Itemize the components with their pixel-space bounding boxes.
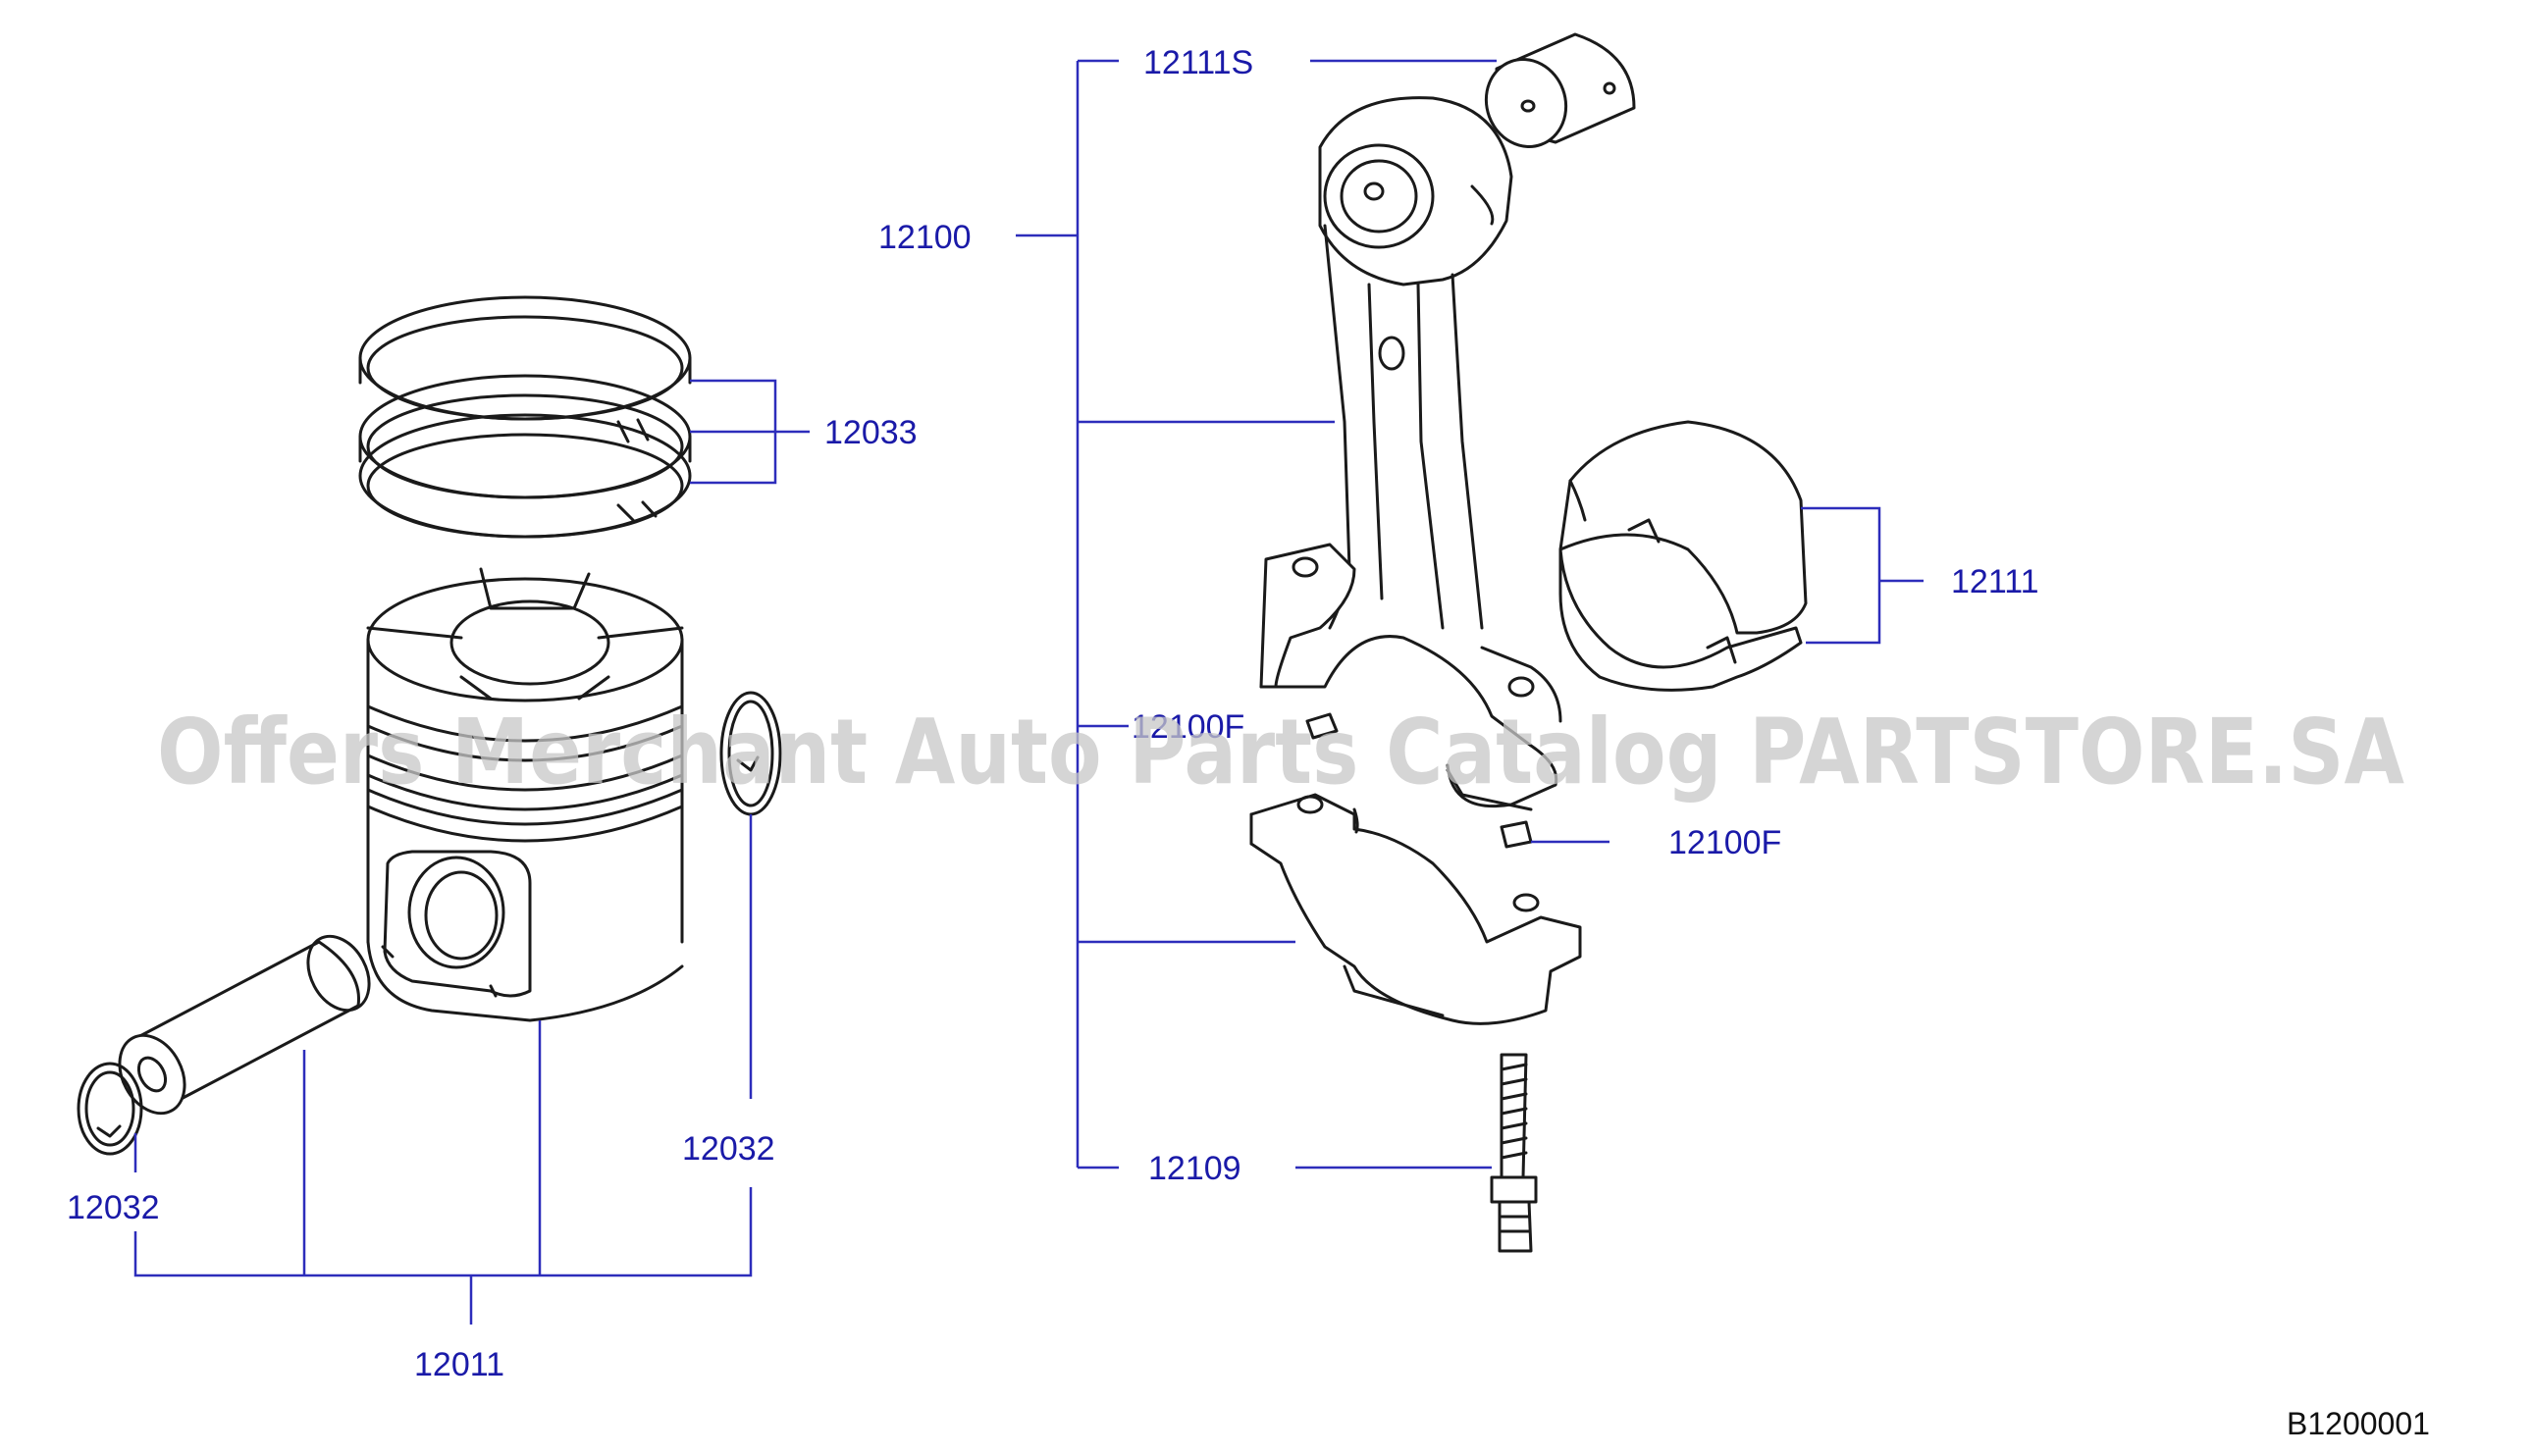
callout-12109[interactable]: 12109 <box>1148 1150 1241 1187</box>
callout-12032-left[interactable]: 12032 <box>67 1189 160 1226</box>
rod-bolt <box>1490 1053 1538 1253</box>
piston-rings <box>358 295 692 539</box>
callout-12011[interactable]: 12011 <box>414 1346 504 1383</box>
bearing-shells <box>1558 420 1808 692</box>
callout-12032-right[interactable]: 12032 <box>682 1130 775 1168</box>
snap-ring-left <box>77 1062 143 1156</box>
dowel-lower <box>1500 820 1533 849</box>
leader-lines <box>133 59 1924 1325</box>
piston <box>366 567 684 1022</box>
callout-12100F-upper[interactable]: 12100F <box>1132 708 1244 746</box>
connecting-rod <box>1259 96 1562 811</box>
piston-pin <box>118 934 371 1116</box>
diagram-code: B1200001 <box>2287 1406 2430 1441</box>
callout-12033[interactable]: 12033 <box>824 414 918 451</box>
rod-cap <box>1249 793 1582 1025</box>
callout-12111S[interactable]: 12111S <box>1143 44 1253 81</box>
callout-12100[interactable]: 12100 <box>878 219 972 256</box>
small-end-bushing <box>1484 32 1636 148</box>
callout-12100F-lower[interactable]: 12100F <box>1668 824 1781 861</box>
dowel-upper <box>1305 712 1339 740</box>
watermark: Offers Merchant Auto Parts Catalog PARTS… <box>157 700 2404 805</box>
callout-12111[interactable]: 12111 <box>1951 563 2039 600</box>
